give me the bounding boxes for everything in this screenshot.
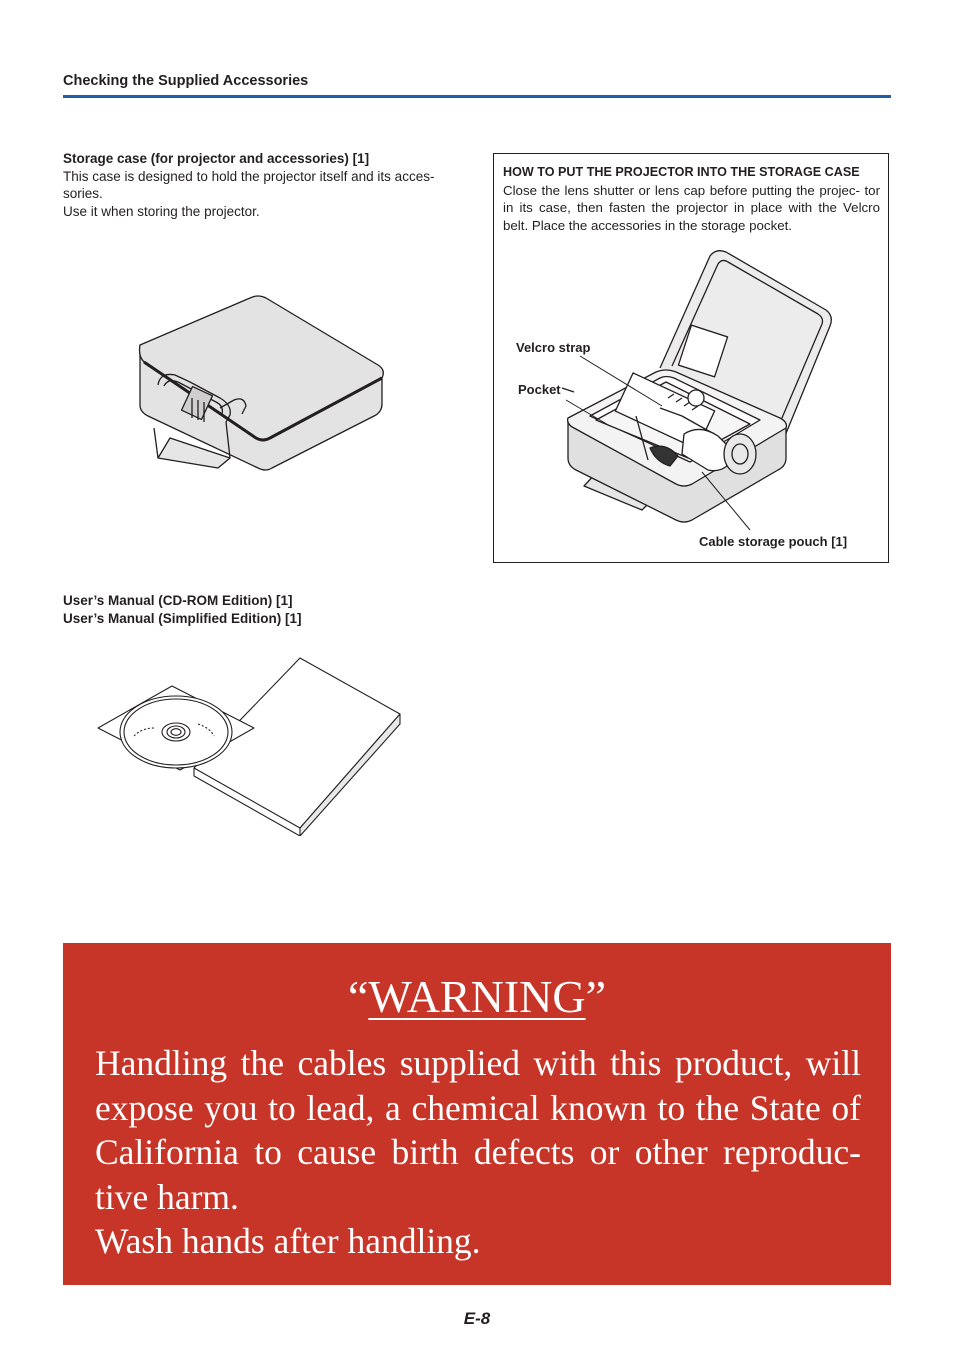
warning-title-word: WARNING: [368, 971, 586, 1022]
warning-body: Handling the cables supplied with this p…: [95, 1041, 861, 1264]
manual-labels: User’s Manual (CD-ROM Edition) [1] User’…: [63, 592, 302, 627]
pocket-label: Pocket: [518, 382, 561, 397]
section-rule: [63, 95, 891, 98]
closed-case-illustration: [138, 295, 384, 471]
warning-close-quote: ”: [585, 971, 607, 1022]
velcro-strap-label: Velcro strap: [516, 340, 591, 355]
storage-case-title: Storage case (for projector and accessor…: [63, 151, 370, 166]
howto-box: [493, 153, 889, 563]
page-number: E-8: [463, 1309, 491, 1328]
cable-pouch-label: Cable storage pouch [1]: [699, 534, 848, 549]
warning-text: Handling the cables supplied with this p…: [95, 1043, 861, 1217]
storage-case-description: Storage case (for projector and accessor…: [63, 150, 463, 220]
manual-simplified-label: User’s Manual (Simplified Edition) [1]: [63, 610, 302, 626]
manual-cdrom-label: User’s Manual (CD-ROM Edition) [1]: [63, 593, 293, 608]
open-case-illustration: [561, 250, 832, 531]
storage-case-desc-line: sories.: [63, 186, 103, 201]
section-title: Checking the Supplied Accessories: [63, 73, 309, 89]
warning-title: “WARNING”: [63, 969, 891, 1025]
storage-case-desc-line: This case is designed to hold the projec…: [63, 168, 435, 184]
storage-case-desc-line: Use it when storing the projector.: [63, 203, 260, 219]
warning-banner: “WARNING” Handling the cables supplied w…: [63, 943, 891, 1285]
cdrom-manual-illustration: [97, 657, 401, 836]
warning-open-quote: “: [347, 971, 369, 1022]
howto-title: HOW TO PUT THE PROJECTOR INTO THE STORAG…: [503, 165, 860, 179]
warning-wash-hands: Wash hands after handling.: [95, 1221, 481, 1262]
howto-text: HOW TO PUT THE PROJECTOR INTO THE STORAG…: [503, 164, 880, 234]
howto-body: Close the lens shutter or lens cap befor…: [503, 182, 880, 233]
